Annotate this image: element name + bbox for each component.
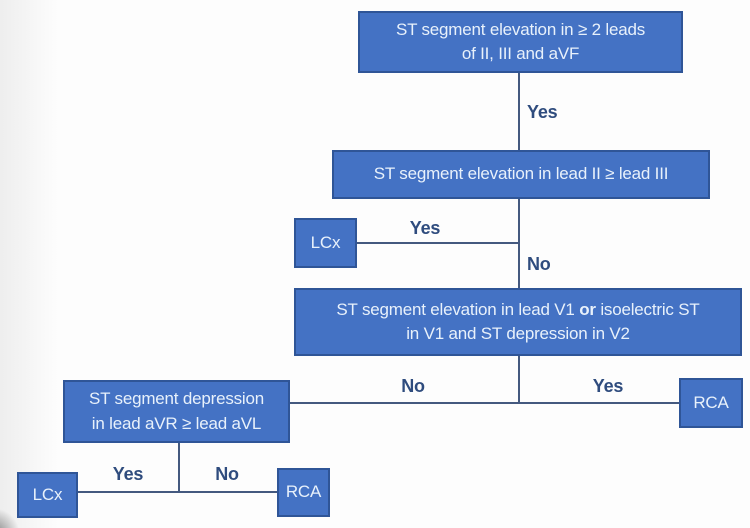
edge-label-q2-no: No [527, 254, 551, 274]
node-avr-vs-avl: ST segment depression in lead aVR ≥ lead… [63, 380, 290, 443]
edge-label-q4-yes: Yes [112, 464, 144, 484]
node-lcx-upper: LCx [294, 218, 357, 268]
node-text-line: LCx [32, 484, 63, 504]
edge-label-q4-no: No [215, 464, 239, 484]
node-st-elevation-2-leads: ST segment elevation in ≥ 2 leads of II,… [358, 11, 683, 73]
node-v1-elevation: ST segment elevation in lead V1 or isoel… [294, 288, 742, 356]
node-lcx-lower: LCx [17, 472, 78, 518]
node-text-line: ST segment elevation in lead V1 or isoel… [336, 298, 699, 322]
edge-label-q3-yes: Yes [592, 376, 624, 396]
node-text-line: of II, III and aVF [461, 44, 580, 63]
node-text-line: ST segment depression [88, 389, 265, 409]
connector-q3-q4-rca [289, 402, 680, 404]
node-text-line: RCA [285, 482, 322, 502]
node-rca-right: RCA [679, 378, 743, 428]
left-edge-shading [0, 0, 58, 528]
node-text-segment: isoelectric ST [600, 299, 700, 319]
node-lead2-vs-lead3: ST segment elevation in lead II ≥ lead I… [332, 150, 710, 199]
edge-label-q1-yes: Yes [527, 102, 558, 122]
connector-q4-lcx-rca [77, 491, 278, 493]
connector-q2-lcx [356, 242, 520, 244]
node-text-line: ST segment elevation in ≥ 2 leads [395, 19, 646, 39]
node-text-line: LCx [310, 232, 341, 252]
node-text-line: in V1 and ST depression in V2 [406, 324, 630, 343]
edge-label-q3-no: No [401, 376, 425, 396]
node-text-line: RCA [693, 392, 729, 412]
node-rca-lower: RCA [277, 468, 330, 517]
node-text-segment: ST segment elevation in lead V1 [336, 299, 575, 319]
connector-q3-branch [518, 355, 520, 403]
node-text-line: in lead aVR ≥ lead aVL [91, 413, 262, 433]
node-text-bold-or: or [579, 299, 596, 319]
connector-q4-branch [178, 442, 180, 493]
connector-q1-q2 [518, 73, 520, 151]
edge-label-q2-yes: Yes [409, 218, 441, 238]
node-text-line: ST segment elevation in lead II ≥ lead I… [373, 164, 669, 184]
